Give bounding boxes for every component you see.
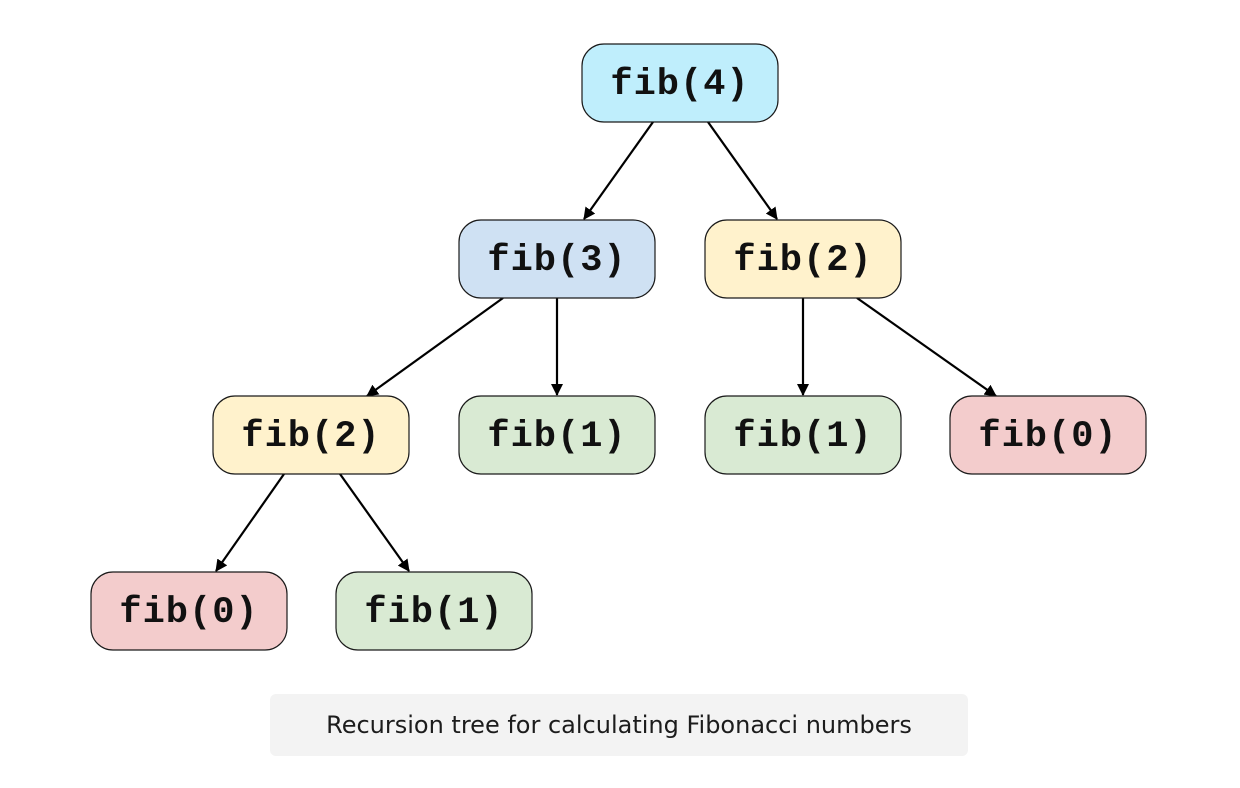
node-box [581, 43, 779, 123]
node-box [949, 395, 1147, 475]
node-label: fib(3) [487, 240, 626, 282]
tree-node-fib2_left: fib(2) [212, 395, 410, 475]
node-label: fib(2) [241, 416, 380, 458]
edge-arrow-fib2_left-to-fib0_b [215, 473, 285, 572]
node-box [704, 219, 902, 299]
edge-arrow-root-to-fib3 [583, 121, 654, 220]
node-label: fib(1) [487, 416, 626, 458]
nodes-layer: fib(4) fib(3) fib(2) fib(2) fib(1) fib(1) fib(… [90, 43, 1147, 651]
tree-node-fib1_b: fib(1) [704, 395, 902, 475]
edge-arrow-fib2_left-to-fib1_c [339, 473, 410, 572]
tree-node-fib0_b: fib(0) [90, 571, 288, 651]
tree-node-fib1_c: fib(1) [335, 571, 533, 651]
edge-arrow-fib3-to-fib2_left [366, 297, 504, 397]
tree-node-root: fib(4) [581, 43, 779, 123]
node-label: fib(2) [733, 240, 872, 282]
node-box [212, 395, 410, 475]
node-label: fib(4) [610, 64, 749, 106]
edge-arrow-fib2_right-to-fib0_a [856, 297, 997, 397]
node-label: fib(0) [978, 416, 1117, 458]
node-label: fib(1) [733, 416, 872, 458]
node-box [458, 395, 656, 475]
tree-node-fib0_a: fib(0) [949, 395, 1147, 475]
node-box [335, 571, 533, 651]
tree-node-fib2_right: fib(2) [704, 219, 902, 299]
node-box [458, 219, 656, 299]
node-box [704, 395, 902, 475]
node-box [90, 571, 288, 651]
diagram-caption: Recursion tree for calculating Fibonacci… [270, 694, 968, 756]
edges-layer [215, 121, 997, 572]
node-label: fib(0) [119, 592, 258, 634]
tree-node-fib3: fib(3) [458, 219, 656, 299]
tree-node-fib1_a: fib(1) [458, 395, 656, 475]
node-label: fib(1) [364, 592, 503, 634]
edge-arrow-root-to-fib2_right [707, 121, 778, 220]
